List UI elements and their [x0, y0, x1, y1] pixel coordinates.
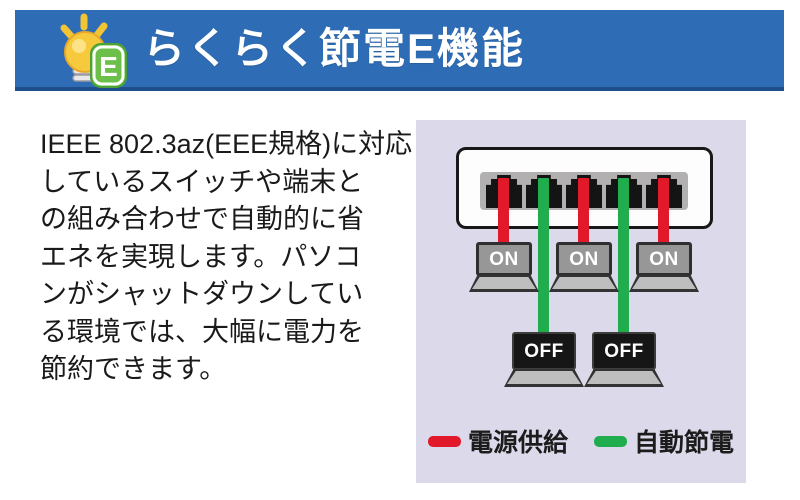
laptop-off: OFF	[584, 332, 664, 387]
eco-cable	[618, 178, 629, 335]
description-line: る環境では、大幅に電力を	[40, 316, 364, 347]
laptop-screen: ON	[636, 242, 692, 276]
laptop-state-label: ON	[569, 248, 599, 270]
e-badge: E	[90, 42, 127, 88]
description-line: ンがシャットダウンしてい	[40, 279, 364, 309]
page-title: らくらく節電E機能	[143, 24, 526, 72]
description-line: しているスイッチや端末と	[40, 166, 364, 197]
legend: 電源供給 自動節電	[416, 423, 746, 459]
power-cable	[498, 178, 509, 245]
green-swatch-icon	[594, 435, 627, 447]
e-badge-letter: E	[99, 51, 118, 82]
diagram-panel: ON ON ON OFF OFF	[416, 120, 746, 483]
description-line: の組み合わせで自動的に省	[40, 204, 364, 234]
description-text: IEEE 802.3az(EEE規格)に対応 しているスイッチや端末と の組み合…	[40, 126, 420, 389]
laptop-on: ON	[469, 242, 539, 292]
laptop-state-label: ON	[649, 248, 679, 270]
laptop-state-label: OFF	[524, 340, 564, 362]
laptop-on: ON	[549, 242, 619, 292]
light-rays-icon	[60, 13, 108, 39]
laptop-base	[504, 369, 584, 387]
laptop-on: ON	[629, 242, 699, 292]
legend-label: 自動節電	[634, 429, 735, 457]
power-cable	[658, 178, 669, 245]
laptop-state-label: ON	[489, 248, 519, 270]
description-line: 節約できます。	[40, 354, 227, 384]
laptop-base	[584, 369, 664, 387]
legend-item-power-supply: 電源供給	[427, 423, 568, 459]
laptop-base	[549, 275, 619, 292]
laptop-screen: OFF	[592, 332, 656, 370]
legend-label: 電源供給	[467, 429, 568, 457]
description-line: IEEE 802.3az(EEE規格)に対応	[40, 129, 413, 159]
laptop-screen: OFF	[512, 332, 576, 370]
laptop-base	[469, 275, 539, 292]
laptop-base	[629, 275, 699, 292]
laptop-state-label: OFF	[604, 340, 644, 362]
eco-cable	[538, 178, 549, 335]
power-cable	[578, 178, 589, 245]
lightbulb-e-icon: E	[60, 13, 127, 88]
header-banner: E らくらく節電E機能	[15, 10, 784, 91]
legend-item-auto-save: 自動節電	[594, 423, 734, 459]
laptop-screen: ON	[556, 242, 612, 276]
bulb-highlight	[72, 38, 86, 53]
laptop-off: OFF	[504, 332, 584, 387]
laptop-screen: ON	[476, 242, 532, 276]
description-line: エネを実現します。パソコ	[40, 241, 362, 272]
red-swatch-icon	[427, 435, 461, 447]
